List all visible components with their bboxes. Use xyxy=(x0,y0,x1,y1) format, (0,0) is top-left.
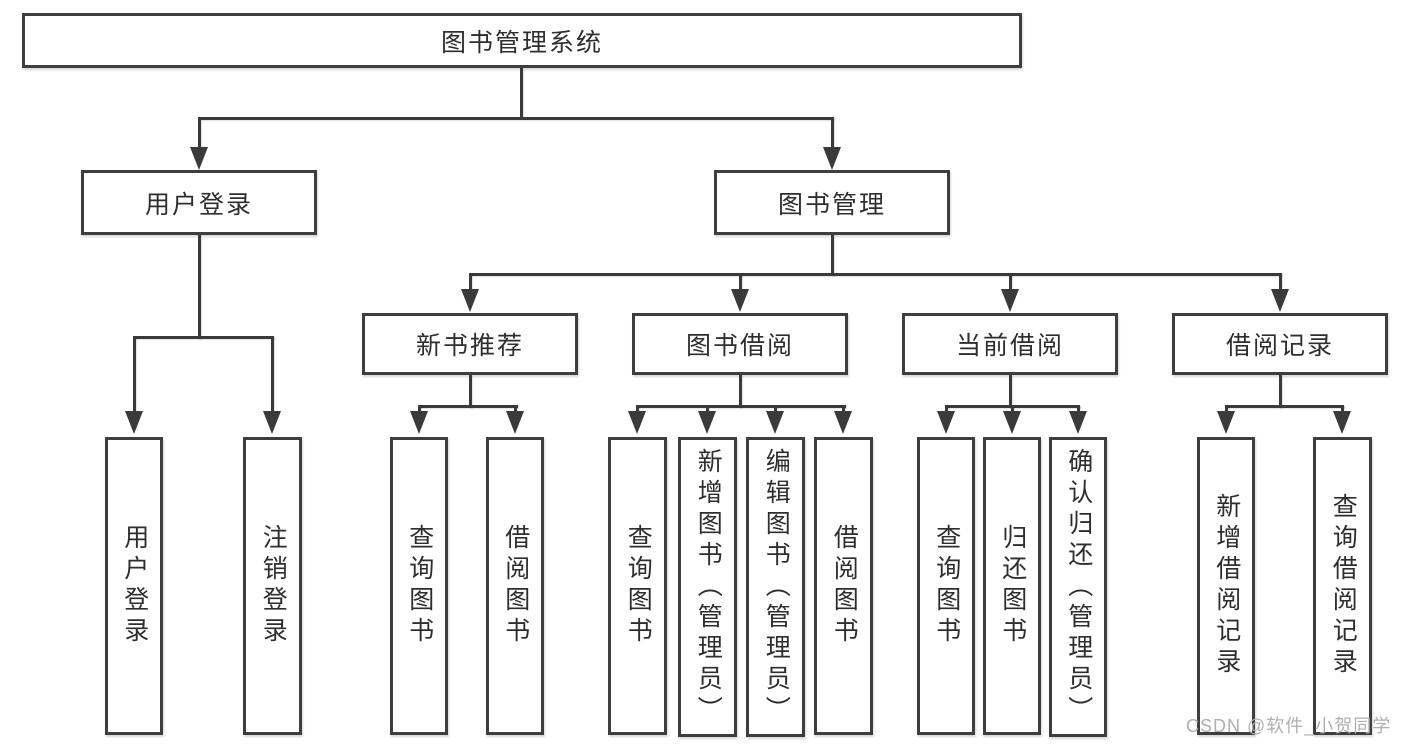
arrowhead-down-icon xyxy=(937,411,955,434)
leaf-borrowing-add-books-admin: 新增图书（管理员） xyxy=(678,437,737,737)
connector-line xyxy=(133,336,136,418)
leaf-label: 确认归还（管理员） xyxy=(1064,447,1093,727)
leaf-label: 查询图书 xyxy=(405,524,434,648)
leaf-label: 注销登录 xyxy=(259,524,288,648)
connector-line xyxy=(1279,375,1282,408)
leaf-label: 新增图书（管理员） xyxy=(694,447,723,727)
leaf-current-query-books: 查询图书 xyxy=(917,437,975,735)
leaf-borrowing-borrow-books: 借阅图书 xyxy=(814,437,873,735)
leaf-current-confirm-return-admin: 确认归还（管理员） xyxy=(1049,437,1107,737)
node-label: 图书借阅 xyxy=(685,332,794,360)
node-user-login: 用户登录 xyxy=(81,170,317,235)
connector-line xyxy=(831,235,834,276)
node-new-book-recommendation: 新书推荐 xyxy=(362,313,578,375)
leaf-borrowing-edit-books-admin: 编辑图书（管理员） xyxy=(746,437,805,737)
connector-line xyxy=(418,405,518,408)
leaf-label: 借阅图书 xyxy=(830,524,859,648)
node-label: 图书管理系统 xyxy=(440,28,603,57)
leaf-label: 归还图书 xyxy=(998,524,1027,648)
leaf-label: 查询借阅记录 xyxy=(1329,493,1358,679)
node-label: 当前借阅 xyxy=(955,332,1064,360)
node-label: 图书管理 xyxy=(777,190,886,219)
leaf-label: 编辑图书（管理员） xyxy=(762,447,791,727)
leaf-borrowing-query-books: 查询图书 xyxy=(608,437,667,735)
leaf-label: 借阅图书 xyxy=(501,524,530,648)
connector-line xyxy=(1279,273,1282,297)
arrowhead-down-icon xyxy=(190,147,208,170)
connector-line xyxy=(469,273,1282,276)
connector-line xyxy=(831,117,834,157)
connector-line xyxy=(198,117,834,120)
node-label: 借阅记录 xyxy=(1225,332,1334,360)
connector-line xyxy=(1009,273,1012,297)
leaf-logout: 注销登录 xyxy=(243,437,302,735)
arrowhead-down-icon xyxy=(766,411,784,434)
node-borrowing-records: 借阅记录 xyxy=(1172,313,1388,375)
arrowhead-down-icon xyxy=(731,289,749,312)
connector-line xyxy=(636,405,846,408)
leaf-label: 查询图书 xyxy=(932,524,961,648)
connector-line xyxy=(739,273,742,297)
node-label: 新书推荐 xyxy=(415,332,524,360)
watermark: CSDN @软件_小贺同学 xyxy=(1186,716,1392,736)
leaf-label: 查询图书 xyxy=(624,524,653,648)
arrowhead-down-icon xyxy=(263,411,281,434)
leaf-label: 用户登录 xyxy=(120,524,149,648)
node-book-management: 图书管理 xyxy=(714,170,950,235)
leaf-recommend-query-books: 查询图书 xyxy=(390,437,448,735)
connector-line xyxy=(1225,405,1344,408)
connector-line xyxy=(520,68,523,118)
connector-line xyxy=(739,375,742,408)
arrowhead-down-icon xyxy=(823,147,841,170)
leaf-user-login: 用户登录 xyxy=(105,437,163,735)
arrowhead-down-icon xyxy=(628,411,646,434)
connector-line xyxy=(1009,375,1012,408)
arrowhead-down-icon xyxy=(1333,411,1351,434)
arrowhead-down-icon xyxy=(1271,289,1289,312)
node-current-borrowing: 当前借阅 xyxy=(902,313,1118,375)
arrowhead-down-icon xyxy=(461,289,479,312)
arrowhead-down-icon xyxy=(834,411,852,434)
connector-line xyxy=(133,336,274,339)
leaf-current-return-books: 归还图书 xyxy=(983,437,1041,735)
arrowhead-down-icon xyxy=(1003,411,1021,434)
arrowhead-down-icon xyxy=(410,411,428,434)
leaf-recommend-borrow-books: 借阅图书 xyxy=(486,437,544,735)
arrowhead-down-icon xyxy=(125,411,143,434)
connector-line xyxy=(271,336,274,418)
leaf-records-query-record: 查询借阅记录 xyxy=(1313,437,1372,735)
arrowhead-down-icon xyxy=(1069,411,1087,434)
arrowhead-down-icon xyxy=(1217,411,1235,434)
connector-line xyxy=(469,273,472,297)
connector-line xyxy=(198,235,201,339)
node-library-management-system: 图书管理系统 xyxy=(22,13,1022,68)
connector-line xyxy=(198,117,201,157)
arrowhead-down-icon xyxy=(506,411,524,434)
node-label: 用户登录 xyxy=(144,190,253,219)
node-book-borrowing: 图书借阅 xyxy=(632,313,848,375)
leaf-label: 新增借阅记录 xyxy=(1212,493,1241,679)
arrowhead-down-icon xyxy=(1001,289,1019,312)
connector-line xyxy=(469,375,472,408)
leaf-records-add-record: 新增借阅记录 xyxy=(1197,437,1255,735)
arrowhead-down-icon xyxy=(698,411,716,434)
